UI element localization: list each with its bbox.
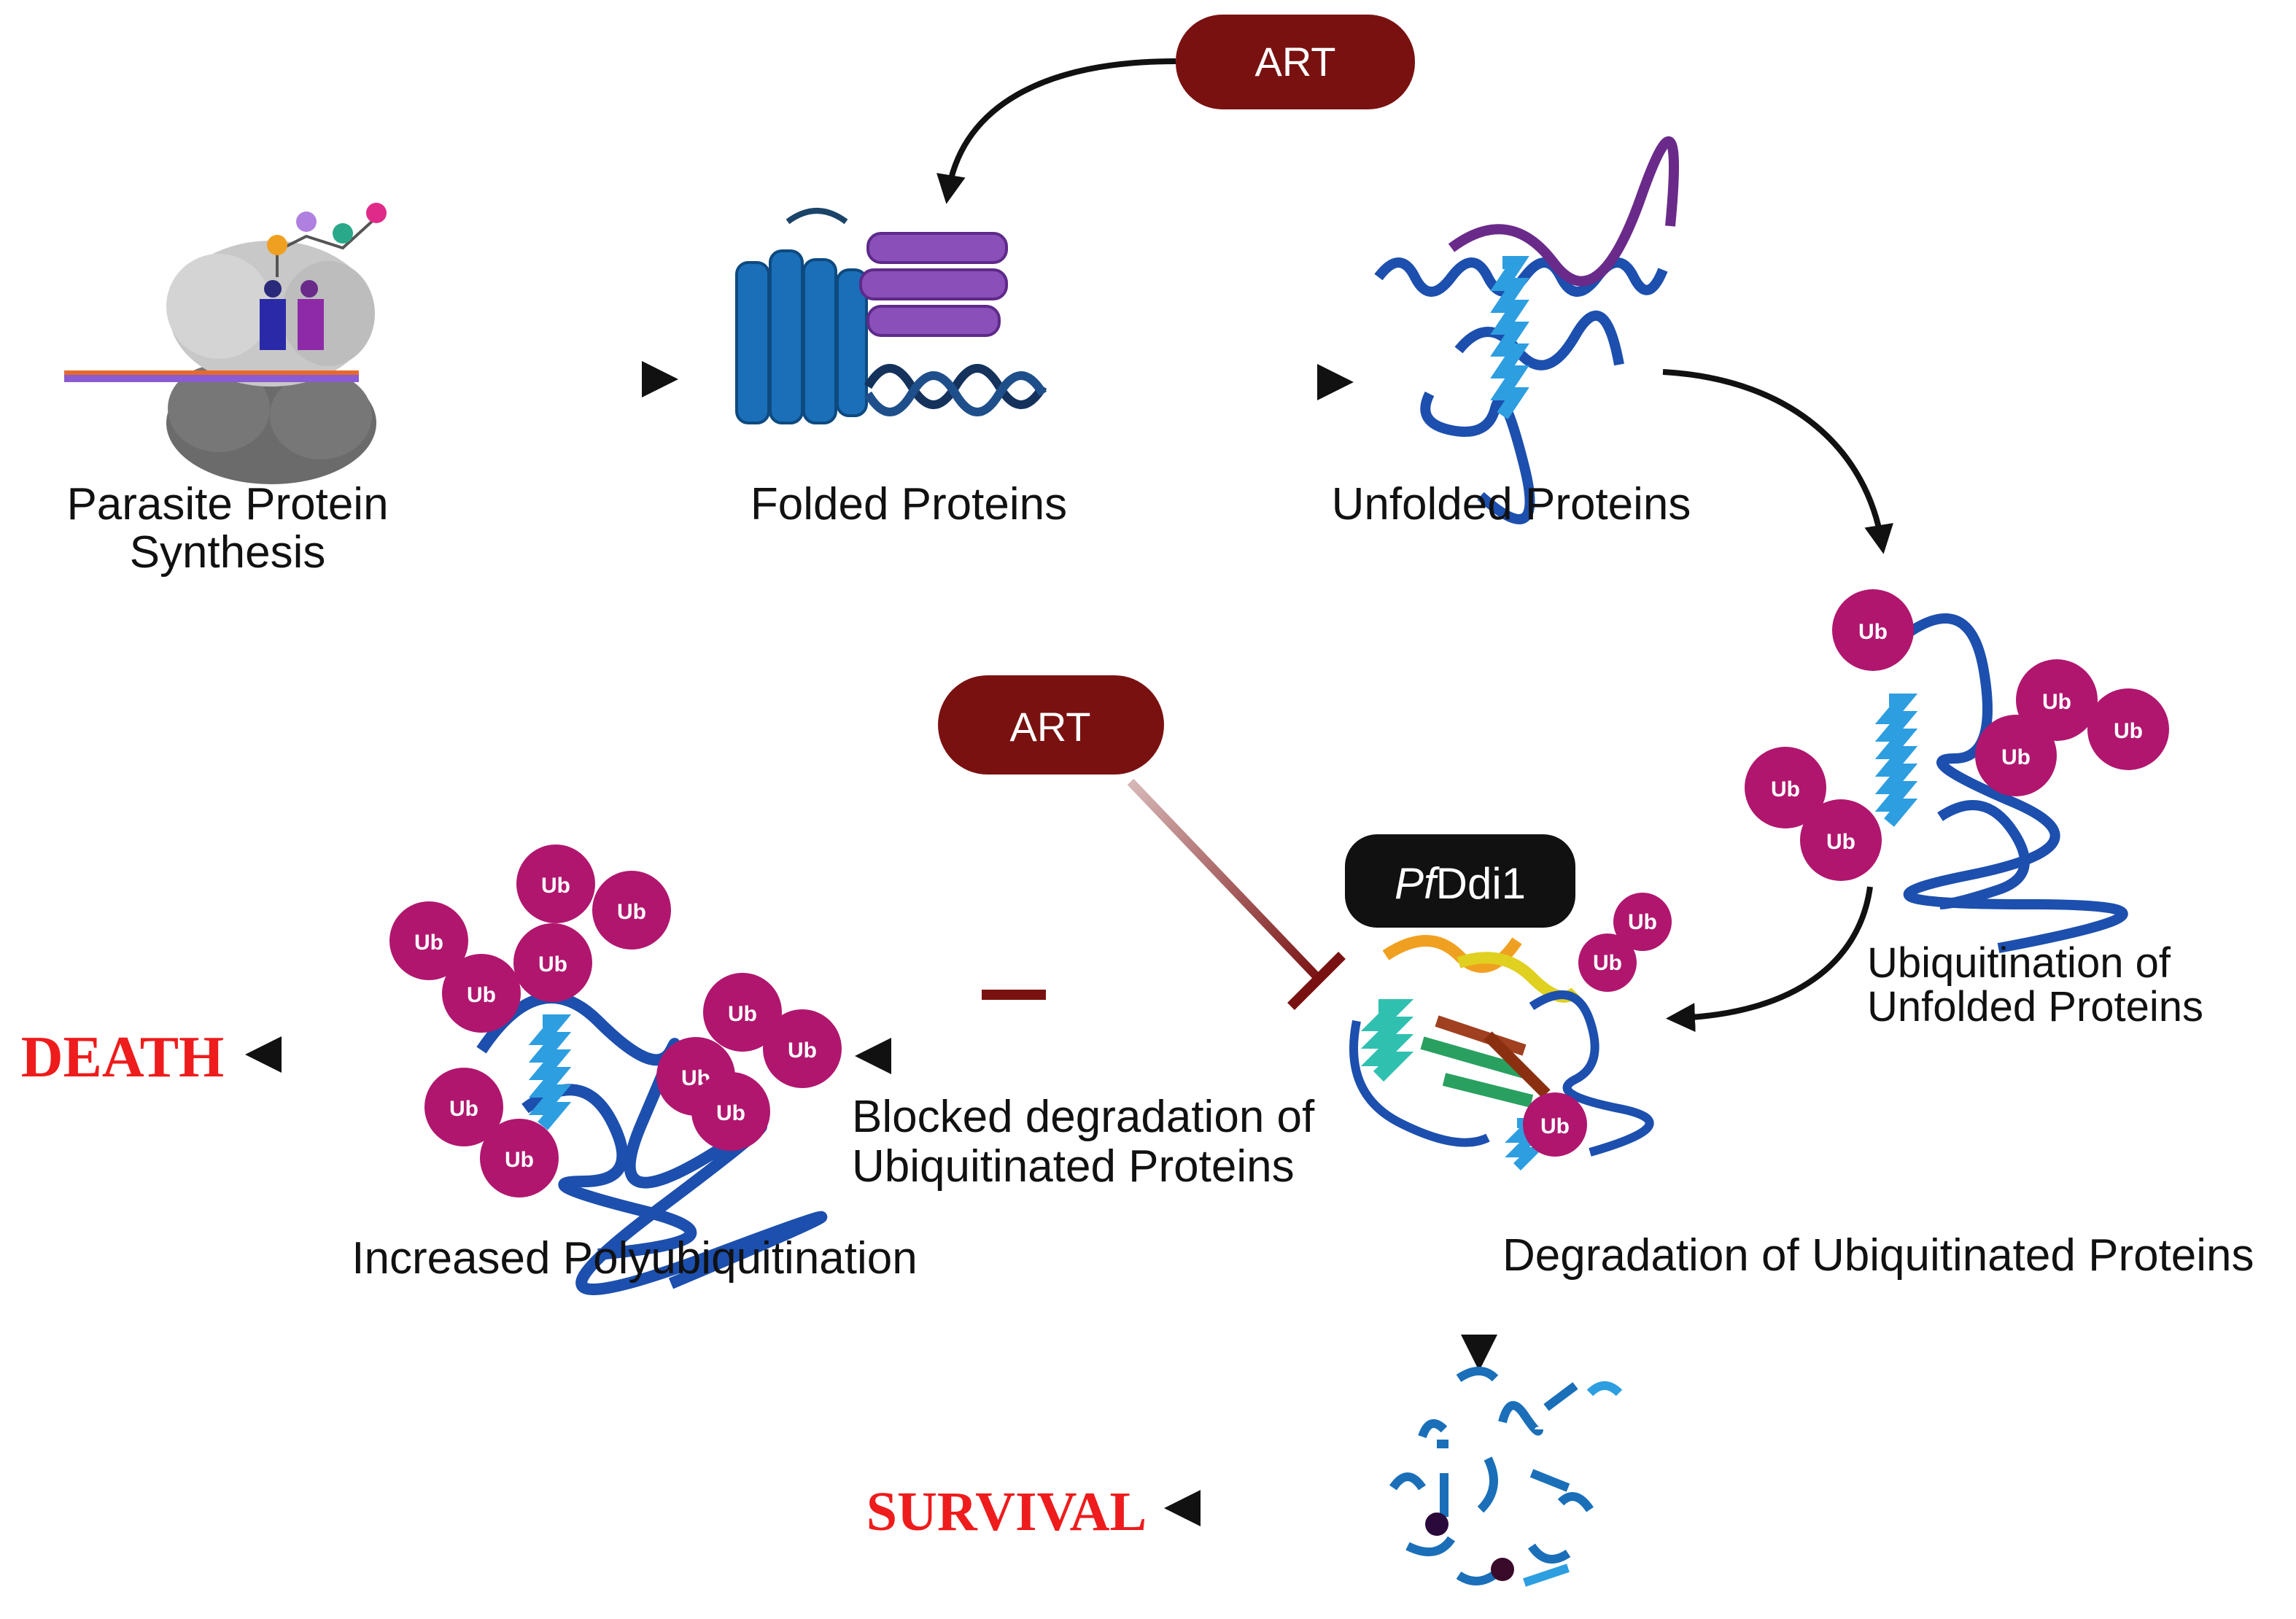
degradation-label: Degradation of Ubiquitinated Proteins xyxy=(1502,1230,2254,1281)
pfddi1-structure-icon xyxy=(1349,935,1654,1170)
ub-badge-group-left: Ub Ub Ub Ub Ub Ub Ub Ub Ub Ub Ub xyxy=(389,845,842,1197)
art-middle-pill: ART xyxy=(938,675,1164,774)
ub-badge-label: Ub xyxy=(505,1148,534,1172)
ub-badge-label: Ub xyxy=(449,1097,478,1121)
ub-badge-label: Ub xyxy=(1826,830,1855,854)
pfddi1-italic: Pf xyxy=(1395,859,1440,908)
death-label: DEATH xyxy=(21,1025,225,1090)
ub-badge-label: Ub xyxy=(716,1101,745,1125)
degraded-fragments-icon xyxy=(1389,1367,1623,1587)
survival-label: SURVIVAL xyxy=(866,1481,1147,1542)
blocked-label-line2: Ubiquitinated Proteins xyxy=(852,1141,1295,1192)
ubiquitination-label-line2: Unfolded Proteins xyxy=(1867,983,2203,1030)
synthesis-label-line2: Synthesis xyxy=(130,527,326,578)
ub-badge-label: Ub xyxy=(1858,620,1888,644)
ub-badge-label: Ub xyxy=(1771,777,1800,801)
ubiquitination-to-pfddi1-arrow xyxy=(1666,886,1873,1033)
ub-badge-group-right: Ub Ub Ub Ub Ub Ub xyxy=(1745,589,2169,881)
ub-badge-group-pfddi1: Ub Ub Ub xyxy=(1523,893,1672,1157)
unfolded-protein-icon xyxy=(1374,136,1679,524)
ubiquitination-label-line1: Ubiquitination of xyxy=(1867,939,2171,987)
synthesis-label-line1: Parasite Protein xyxy=(66,479,388,529)
pfddi1-pill: PfDdi1 xyxy=(1345,834,1575,928)
ub-badge-label: Ub xyxy=(538,952,567,977)
ub-badge-label: Ub xyxy=(617,900,646,924)
blocked-label-line1: Blocked degradation of xyxy=(852,1092,1315,1142)
ub-badge-label: Ub xyxy=(2042,690,2071,714)
folded-protein-icon xyxy=(735,208,1047,424)
unfolded-label: Unfolded Proteins xyxy=(1332,479,1691,529)
ub-badge-label: Ub xyxy=(1628,910,1657,934)
ub-badge-label: Ub xyxy=(467,983,496,1007)
art-top-pill: ART xyxy=(1176,15,1415,109)
inhibition-diagonal xyxy=(1127,778,1346,1010)
svg-text:PfDdi1: PfDdi1 xyxy=(1395,859,1526,908)
art-middle-label: ART xyxy=(1010,704,1091,750)
art-to-folded-arrow xyxy=(936,58,1176,204)
ub-badge-label: Ub xyxy=(2114,719,2143,743)
inhibition-vertical xyxy=(982,789,1046,1000)
ub-badge-label: Ub xyxy=(1540,1114,1570,1138)
ub-badge-label: Ub xyxy=(541,874,570,898)
unfolded-to-ubiquitination-arrow xyxy=(1662,369,1893,554)
increased-polyubiquitination-label: Increased Polyubiquitination xyxy=(352,1233,918,1284)
ubiquitinated-protein-icon xyxy=(1874,613,2128,953)
ub-badge-label: Ub xyxy=(2001,745,2031,769)
ribosome-icon xyxy=(64,203,387,484)
ub-badge-label: Ub xyxy=(788,1038,817,1063)
art-top-label: ART xyxy=(1255,39,1336,85)
folded-label: Folded Proteins xyxy=(751,479,1067,529)
ub-badge-label: Ub xyxy=(1593,951,1622,975)
pfddi1-rest: Ddi1 xyxy=(1436,859,1526,908)
ub-badge-label: Ub xyxy=(414,931,443,955)
ub-badge-label: Ub xyxy=(728,1002,757,1026)
